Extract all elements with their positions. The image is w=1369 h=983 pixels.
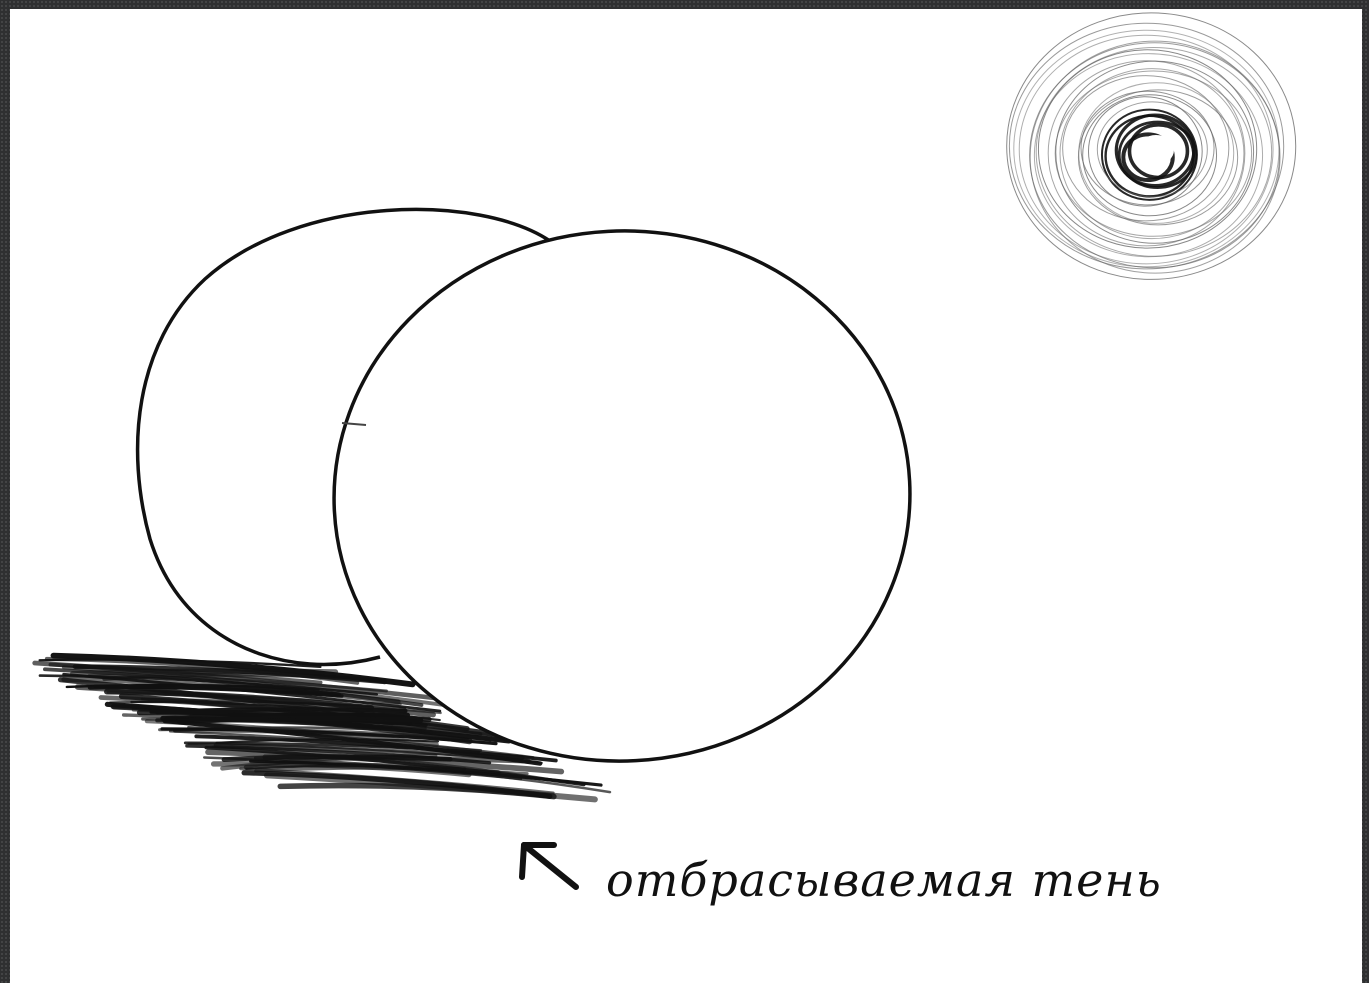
light-source-scribble-icon: [1007, 13, 1296, 280]
sketch-paper: отбрасываемая тень: [10, 9, 1362, 983]
cast-shadow-caption: отбрасываемая тень: [606, 857, 1162, 903]
arrow-up-left-icon: [522, 845, 576, 887]
sketch-drawing: [10, 9, 1362, 983]
